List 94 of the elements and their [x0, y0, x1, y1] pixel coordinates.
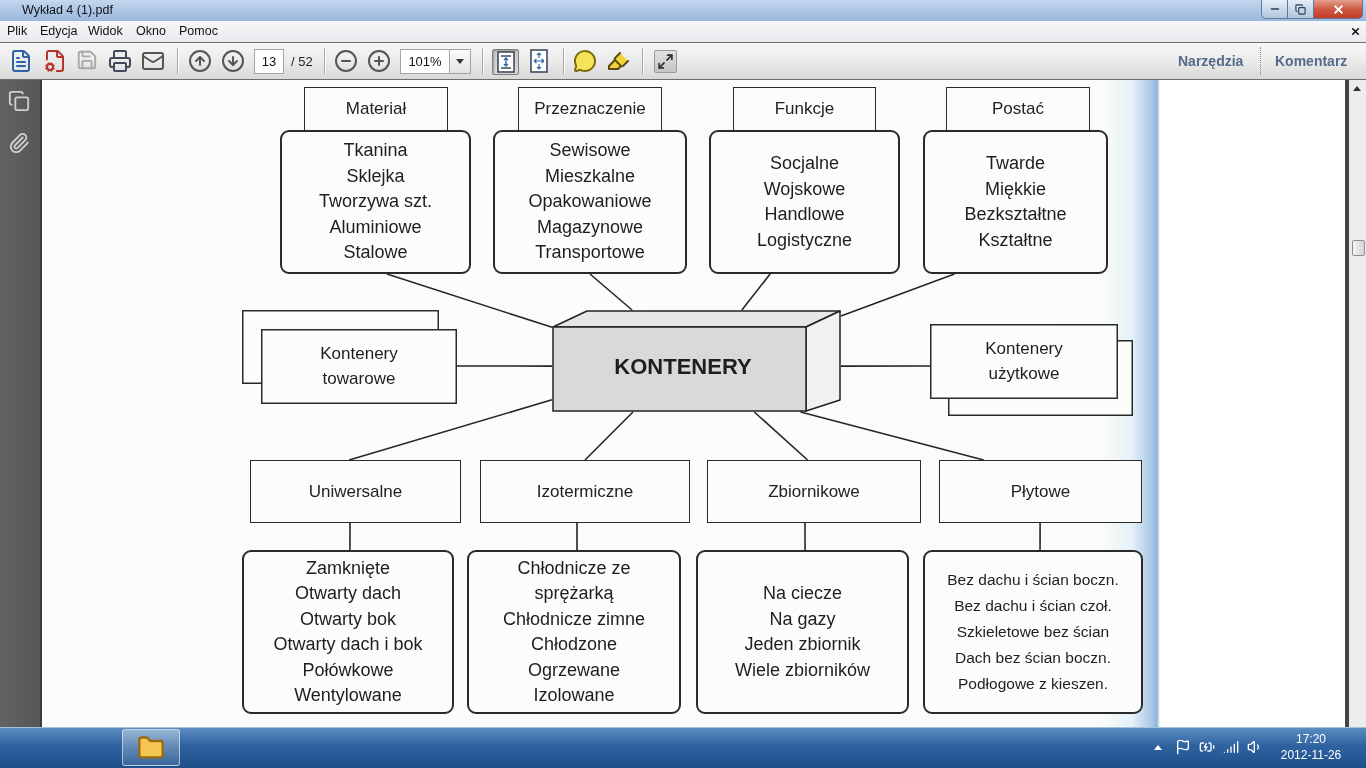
list-item: Wojskowe [763, 177, 846, 201]
connector-line [349, 522, 351, 551]
category-label: Zbiornikowe [768, 481, 860, 502]
list-box [242, 550, 454, 714]
list-item: Otwarty bok [300, 607, 396, 631]
list-item: Otwarty dach i bok [273, 633, 423, 656]
list-item: Wiele zbiorników [734, 658, 870, 682]
category-label: Postać [992, 99, 1044, 119]
list-item: Opakowaniowe [528, 190, 652, 214]
list-item: Miękkie [985, 177, 1046, 201]
panel-link: Narzędzia [1178, 53, 1244, 70]
page-count: / 52 [291, 54, 313, 69]
connector-line [804, 522, 806, 551]
list-box [467, 550, 681, 714]
category-box [250, 460, 461, 523]
list-box [709, 130, 900, 274]
list-item: Połówkowe [302, 658, 394, 682]
list-item: Bez dachu i ścian czoł. [954, 596, 1112, 616]
category-box [939, 460, 1142, 523]
category-label: Materiał [345, 99, 407, 119]
connector-line [799, 411, 985, 461]
list-item: Podłogowe z kieszen. [958, 674, 1108, 694]
menu-item: Widok [88, 24, 123, 39]
list-item: Wentylowane [294, 684, 402, 707]
category-label: Izotermiczne [536, 481, 634, 502]
group-label: Kontenery towarowe [319, 343, 399, 390]
stacked-box [242, 310, 457, 404]
window-title: Wykład 4 (1).pdf [22, 3, 113, 18]
list-item: Chłodzone [530, 633, 618, 656]
list-item: Bez dachu i ścian boczn. [947, 570, 1119, 590]
clock-time: 17:20 [1296, 731, 1326, 747]
connector-line [840, 273, 956, 317]
list-box [280, 130, 471, 274]
category-box [304, 87, 448, 131]
connector-line [589, 273, 633, 311]
connector-line [1039, 522, 1041, 551]
list-item: Chłodnicze zimne [502, 607, 646, 631]
list-box [493, 130, 687, 274]
menu-item: Edycja [40, 24, 78, 39]
menu-item: Pomoc [179, 24, 218, 39]
menu-item: Plik [7, 24, 28, 39]
list-item: Twarde [986, 152, 1045, 175]
list-item: Sewisowe [549, 139, 631, 163]
category-box [733, 87, 876, 131]
clock-date: 2012-11-26 [1280, 747, 1342, 763]
list-box [696, 550, 909, 714]
list-item: Stalowe [343, 241, 408, 265]
list-item: Jeden zbiornik [744, 633, 861, 656]
list-item: Izolowane [533, 684, 615, 707]
category-label: Uniwersalne [308, 481, 403, 502]
list-box [923, 130, 1108, 274]
panel-link: Komentarz [1275, 53, 1348, 70]
list-item: Socjalne [769, 152, 839, 175]
list-item: Otwarty dach [294, 582, 401, 605]
list-item: Sklejka [346, 164, 405, 188]
connector-line [456, 365, 553, 367]
menu-item: Okno [136, 24, 166, 39]
connector-line [576, 522, 578, 551]
list-item: Na gazy [769, 607, 836, 631]
list-item: Ogrzewane [527, 658, 621, 682]
list-item: Zamknięte [305, 556, 390, 580]
connector-line [584, 411, 634, 461]
list-item: Mieszkalne [544, 164, 635, 188]
list-item: Transportowe [535, 241, 645, 265]
list-item: Tworzywa szt. [319, 190, 432, 214]
connector-line [741, 273, 771, 311]
category-box [946, 87, 1090, 131]
main-label: KONTENERY [614, 354, 752, 380]
connector-line [348, 398, 553, 461]
list-item: Handlowe [764, 203, 845, 226]
zoom-field: 101% [400, 49, 450, 74]
category-box [480, 460, 690, 523]
connector-line [840, 365, 931, 367]
category-label: Funkcje [774, 99, 835, 119]
category-box [707, 460, 921, 523]
list-item: Bezkształtne [964, 203, 1067, 226]
list-item: Tkanina [343, 139, 408, 163]
list-box [923, 550, 1143, 714]
group-label: Kontenery użytkowe [984, 338, 1064, 385]
list-item: Szkieletowe bez ścian [956, 622, 1110, 642]
connector-line [386, 273, 553, 329]
list-item: Chłodnicze ze sprężarką [516, 556, 632, 605]
category-label: Przeznaczenie [534, 99, 646, 119]
page-number-field: 13 [254, 49, 284, 74]
list-item: Aluminiowe [329, 215, 422, 239]
connector-line [753, 411, 809, 461]
list-item: Logistyczne [756, 228, 853, 252]
list-item: Dach bez ścian boczn. [955, 648, 1111, 668]
list-item: Kształtne [978, 228, 1053, 252]
list-item: Na ciecze [763, 582, 842, 605]
category-label: Płytowe [1010, 481, 1071, 502]
category-box [518, 87, 662, 131]
stacked-box [930, 324, 1133, 416]
list-item: Magazynowe [536, 215, 644, 239]
